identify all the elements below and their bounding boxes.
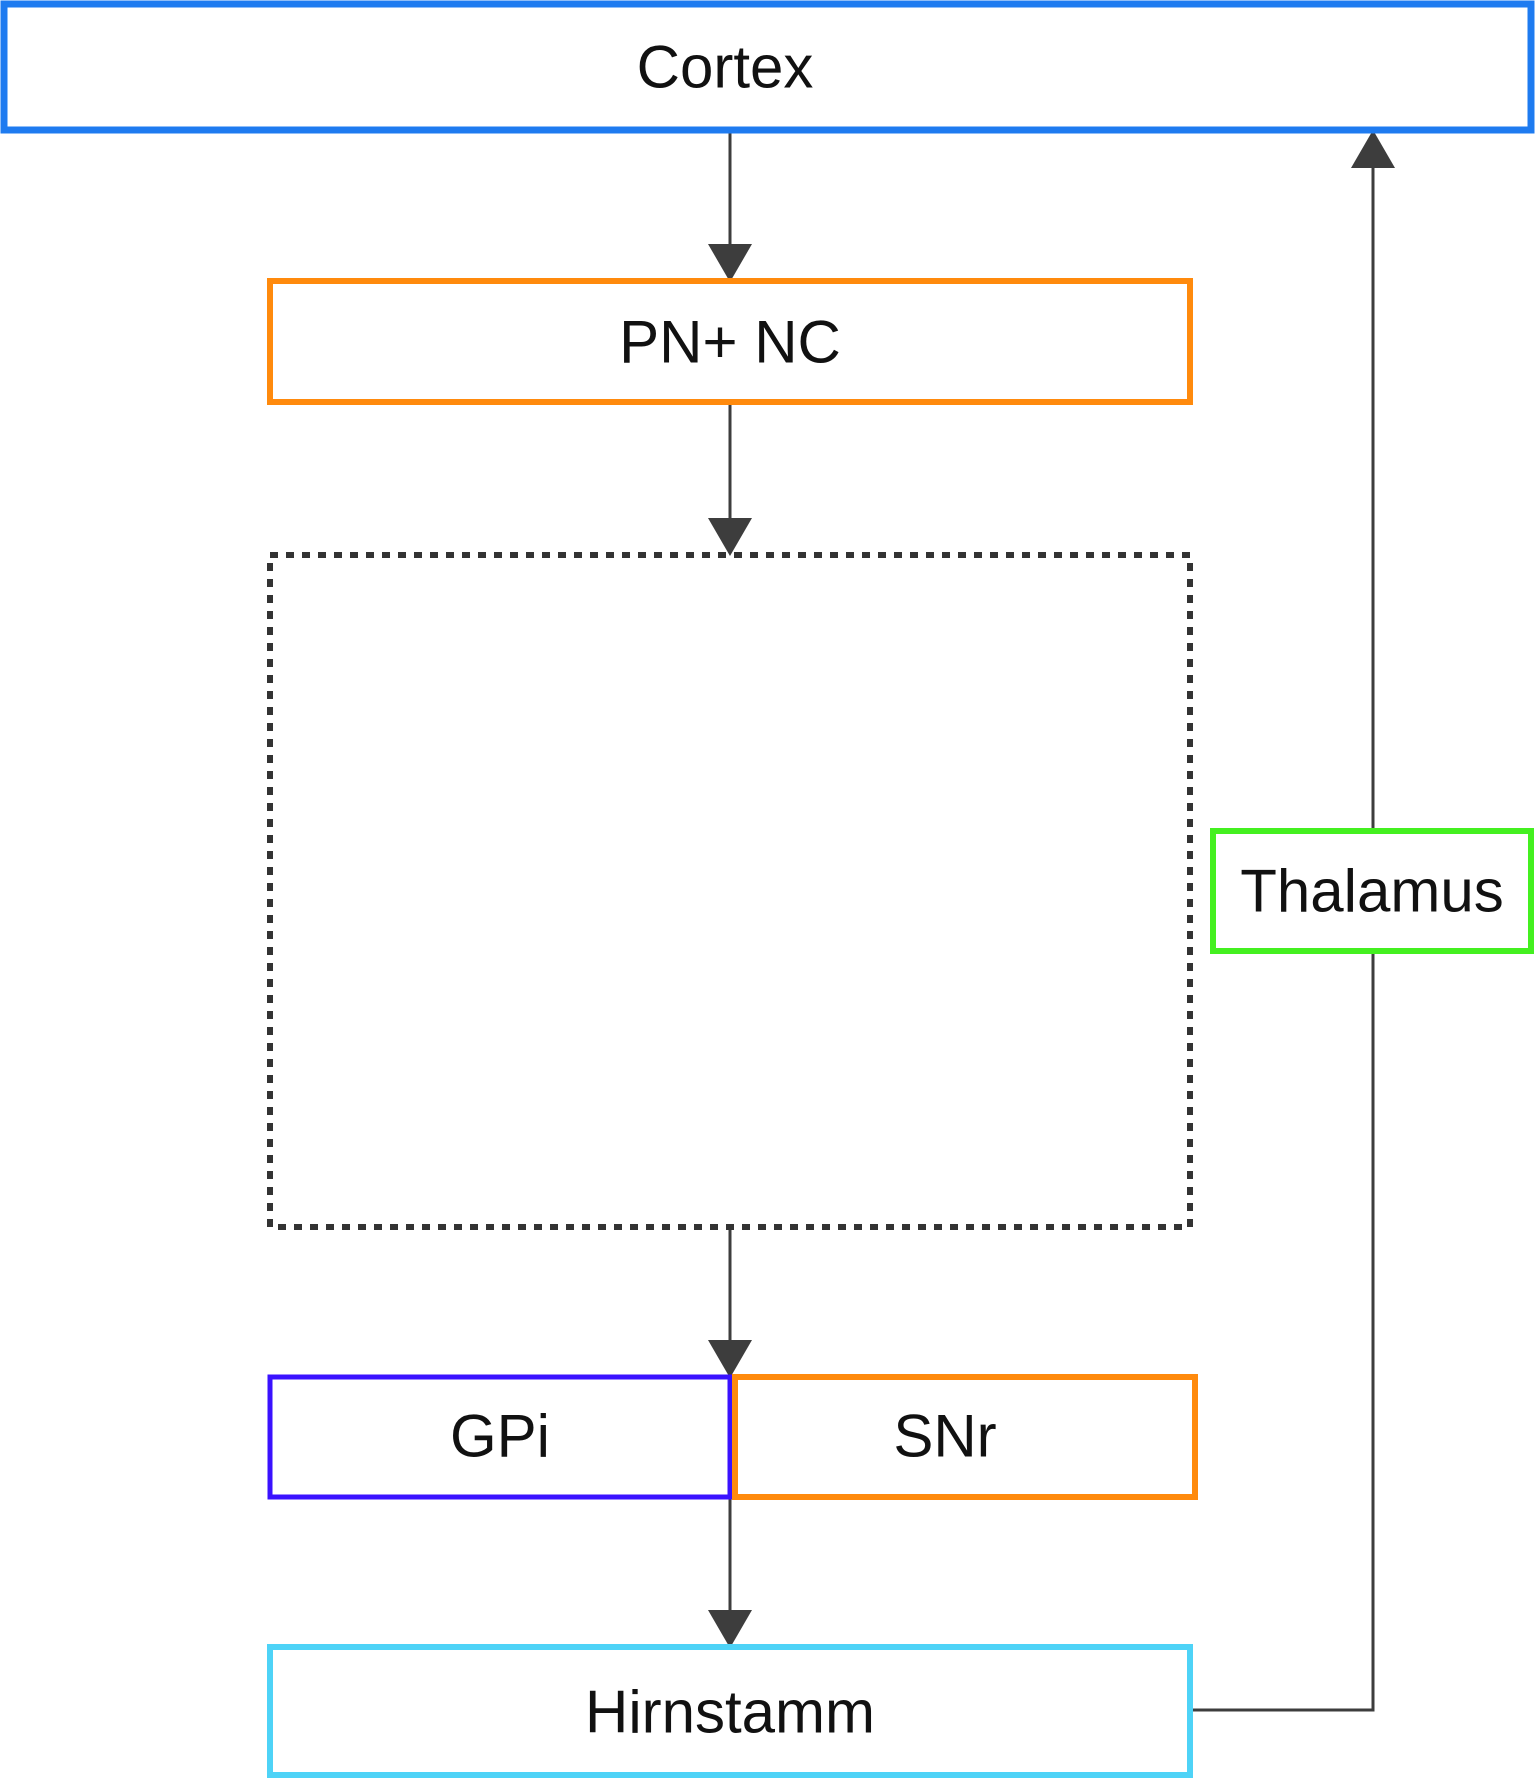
thalamus-label: Thalamus	[1240, 858, 1503, 925]
arrowhead-group	[708, 518, 752, 556]
gpi-box	[267, 1374, 733, 1500]
arrowhead-hirnstamm	[708, 1610, 752, 1648]
arrowhead-pn-nc	[708, 244, 752, 282]
snr-label: SNr	[893, 1403, 996, 1470]
cortex-label: Cortex	[637, 34, 814, 101]
pn-nc-box	[267, 278, 1193, 405]
thalamus-node: Thalamus	[1210, 828, 1534, 954]
dotted-group-box	[267, 552, 1193, 1230]
thalamus-box	[1210, 828, 1534, 954]
cortex-box	[0, 0, 1535, 134]
pn-nc-label: PN+ NC	[619, 309, 841, 376]
snr-box	[732, 1374, 1198, 1500]
hirnstamm-node: Hirnstamm	[267, 1644, 1193, 1778]
hirnstamm-box	[267, 1644, 1193, 1778]
gpi-label: GPi	[450, 1403, 550, 1470]
hirnstamm-label: Hirnstamm	[585, 1679, 875, 1746]
connectors	[728, 132, 1375, 1712]
arrowheads	[708, 130, 1395, 1648]
arrowhead-cortex	[1351, 130, 1395, 168]
edge-hirnstamm-to-thalamus	[1190, 953, 1375, 1712]
pn-nc-node: PN+ NC	[267, 278, 1193, 405]
snr-node: SNr	[732, 1374, 1198, 1500]
cortex-node: Cortex	[0, 0, 1535, 134]
gpi-node: GPi	[267, 1374, 733, 1500]
arrowhead-gpi-snr	[708, 1340, 752, 1378]
